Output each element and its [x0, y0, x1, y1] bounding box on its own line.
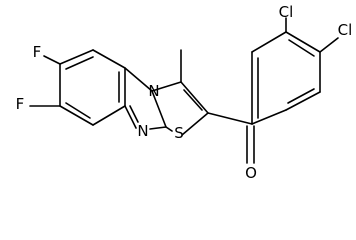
atom-n-imidazole: N — [137, 122, 148, 140]
atom-o-carbonyl: O — [245, 164, 257, 182]
bond — [181, 112, 209, 136]
atom-labels: F F N N S O Cl Cl — [16, 3, 353, 182]
bond — [285, 31, 321, 53]
atom-label: N — [137, 122, 148, 140]
atom-cl-para: Cl — [338, 21, 353, 39]
bond — [43, 55, 61, 65]
atom-cl-meta: Cl — [279, 3, 294, 21]
bond — [151, 90, 167, 128]
atom-label: F — [33, 43, 42, 61]
bond — [165, 126, 173, 132]
atom-label: S — [174, 124, 184, 142]
bond — [251, 109, 287, 125]
bond — [180, 81, 209, 114]
atom-label: Cl — [279, 3, 294, 21]
double-bond-inner — [65, 102, 91, 119]
bond — [92, 105, 126, 126]
double-bond-inner — [129, 105, 139, 123]
double-bond-inner — [65, 56, 94, 70]
double-bond-inner — [288, 39, 315, 57]
bond — [124, 105, 137, 129]
bond — [59, 49, 94, 65]
bond — [92, 49, 126, 69]
atom-label: F — [16, 95, 25, 113]
atom-f-bottom: F — [16, 95, 25, 113]
chemical-structure-diagram: F F N N S O Cl Cl — [16, 3, 353, 182]
atom-s-thiazole: S — [174, 124, 184, 142]
bond — [251, 31, 287, 53]
atom-label: O — [245, 164, 257, 182]
bond — [319, 37, 339, 53]
double-bond-inner — [183, 89, 203, 111]
bond — [151, 81, 182, 92]
atom-label: N — [148, 82, 159, 100]
double-bond-inner — [287, 88, 315, 104]
atom-f-top: F — [33, 43, 42, 61]
bond — [59, 105, 94, 126]
bond — [207, 112, 253, 125]
bond — [285, 91, 321, 111]
bond — [124, 67, 153, 92]
atom-n-bridgehead: N — [148, 82, 159, 100]
bonds — [29, 17, 339, 164]
atom-label: Cl — [338, 21, 353, 39]
bond — [149, 126, 167, 130]
